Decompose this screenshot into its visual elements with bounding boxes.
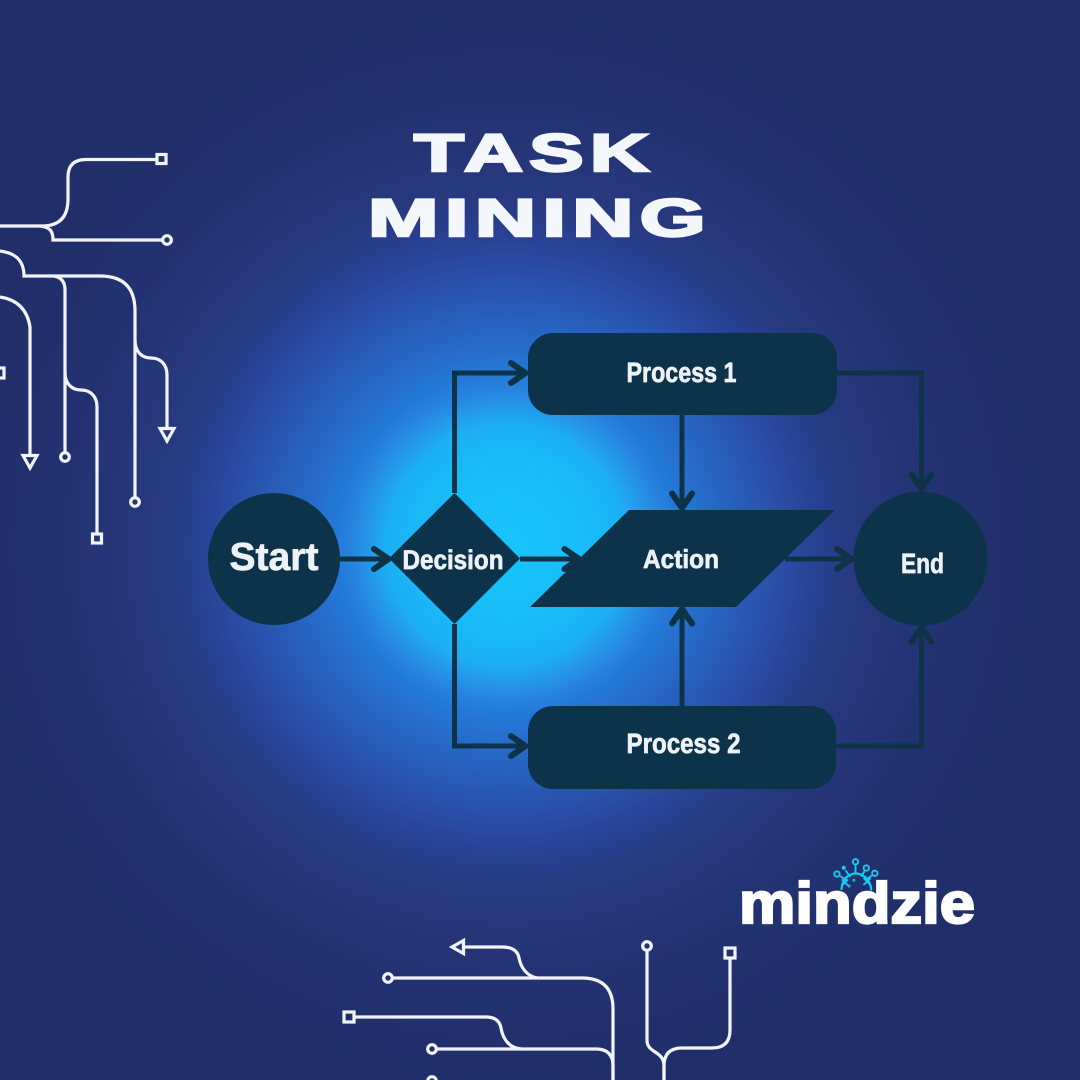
svg-text:mindzie: mindzie	[739, 871, 975, 936]
svg-text:TASK: TASK	[414, 124, 655, 183]
svg-text:Action: Action	[643, 544, 719, 574]
svg-text:Process 1: Process 1	[627, 357, 737, 388]
svg-text:MINING: MINING	[368, 189, 712, 248]
svg-text:Process 2: Process 2	[627, 728, 741, 759]
svg-text:Start: Start	[230, 536, 319, 579]
svg-text:End: End	[901, 548, 944, 579]
svg-text:Decision: Decision	[403, 545, 504, 575]
